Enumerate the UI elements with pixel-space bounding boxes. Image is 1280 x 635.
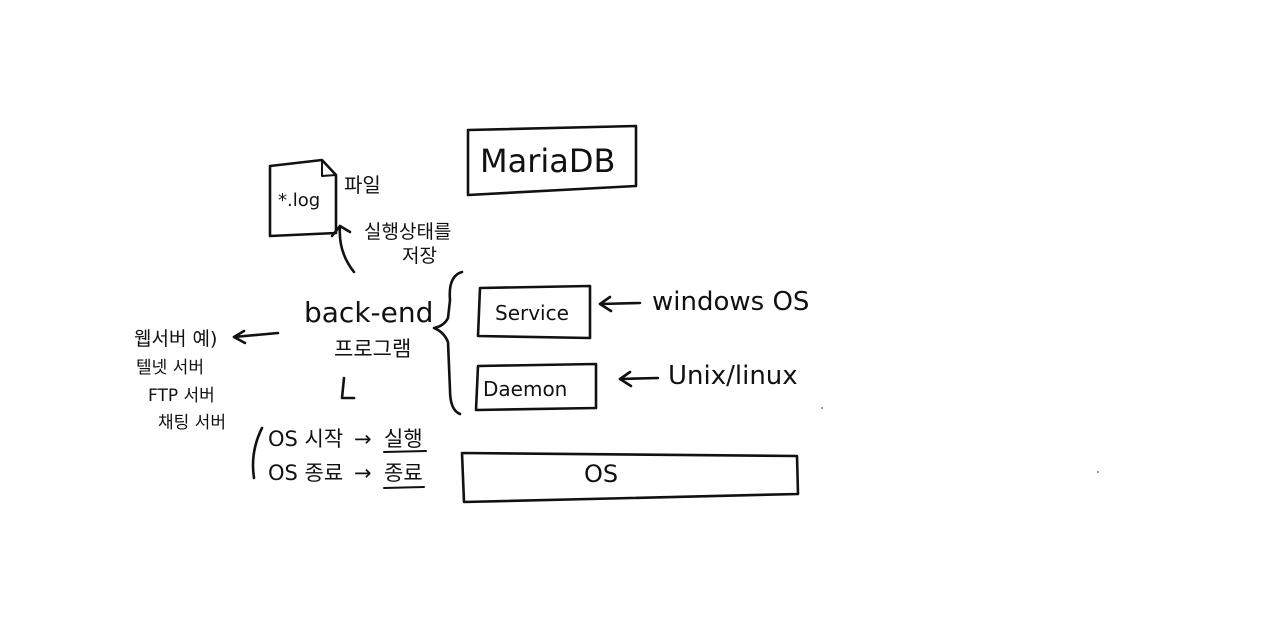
log-file-name: *.log <box>278 190 320 211</box>
stop-result: 종료 <box>384 461 423 485</box>
ink-speck <box>1097 471 1099 473</box>
start-arrow: → <box>354 427 372 451</box>
stop-arrow: → <box>354 461 372 485</box>
mariadb-title: MariaDB <box>480 142 615 180</box>
backend-sublabel: 프로그램 <box>334 337 411 361</box>
log-note-line1: 실행상태를 <box>364 221 451 243</box>
start-underline <box>383 450 427 453</box>
service-platform: windows OS <box>652 287 809 317</box>
daemon-label: Daemon <box>483 377 567 401</box>
daemon-arrow <box>618 370 660 388</box>
service-label: Service <box>495 301 569 325</box>
daemon-platform: Unix/linux <box>668 361 798 391</box>
log-file-icon: *.log <box>268 158 338 238</box>
curly-brace <box>432 270 464 416</box>
lifecycle-stop: OS 종료 → 종료 <box>268 461 425 489</box>
os-box: OS <box>460 451 800 504</box>
os-label: OS <box>584 460 618 488</box>
down-arrow <box>340 376 356 400</box>
save-state-arrow <box>330 224 356 274</box>
ink-speck <box>821 407 823 409</box>
example-item: FTP 서버 <box>148 386 215 406</box>
start-label: OS 시작 <box>268 427 343 451</box>
example-item: 텔넷 서버 <box>136 358 204 378</box>
lifecycle-bracket <box>251 426 264 480</box>
start-result: 실행 <box>384 427 423 451</box>
service-arrow <box>598 295 642 313</box>
examples-list: 웹서버 예) 텔넷 서버 FTP 서버 채팅 서버 <box>134 328 226 433</box>
examples-header: 웹서버 예) <box>134 328 217 350</box>
log-file-suffix: 파일 <box>344 173 381 197</box>
stop-label: OS 종료 <box>268 461 343 485</box>
backend-label: back-end <box>304 296 433 329</box>
examples-arrow <box>232 329 280 345</box>
daemon-box: Daemon <box>474 362 598 412</box>
log-note-line2: 저장 <box>402 245 437 267</box>
example-item: 채팅 서버 <box>158 413 226 433</box>
lifecycle-start: OS 시작 → 실행 <box>268 427 427 453</box>
stop-underline <box>383 486 425 489</box>
service-box: Service <box>476 284 592 340</box>
mariadb-box: MariaDB <box>466 124 638 197</box>
